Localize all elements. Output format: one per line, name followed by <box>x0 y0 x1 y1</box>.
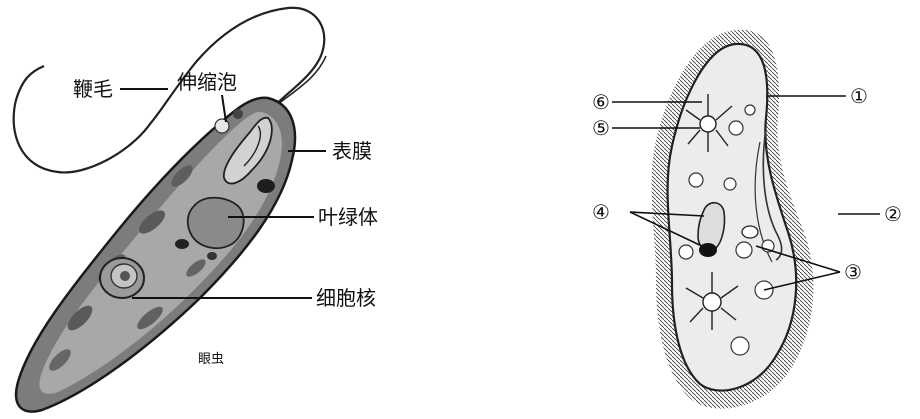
label-chloroplast: 叶绿体 <box>318 207 378 227</box>
label-contractile-vacuole: 伸缩泡 <box>177 72 237 92</box>
label-flagellum: 鞭毛 <box>73 79 113 99</box>
marker-4: ④ <box>592 202 610 222</box>
marker-5: ⑤ <box>592 118 610 138</box>
euglena-diagram <box>0 0 460 419</box>
label-pellicle: 表膜 <box>332 141 372 161</box>
caption-euglena: 眼虫 <box>198 353 224 366</box>
contractile-vacuole-shape <box>215 119 229 133</box>
marker-1: ① <box>850 86 868 106</box>
marker-2: ② <box>884 204 902 224</box>
paramecium-diagram <box>460 0 920 419</box>
chloroplast-shape <box>188 198 244 248</box>
marker-3: ③ <box>844 262 862 282</box>
marker-6: ⑥ <box>592 92 610 112</box>
label-nucleus: 细胞核 <box>316 288 376 308</box>
